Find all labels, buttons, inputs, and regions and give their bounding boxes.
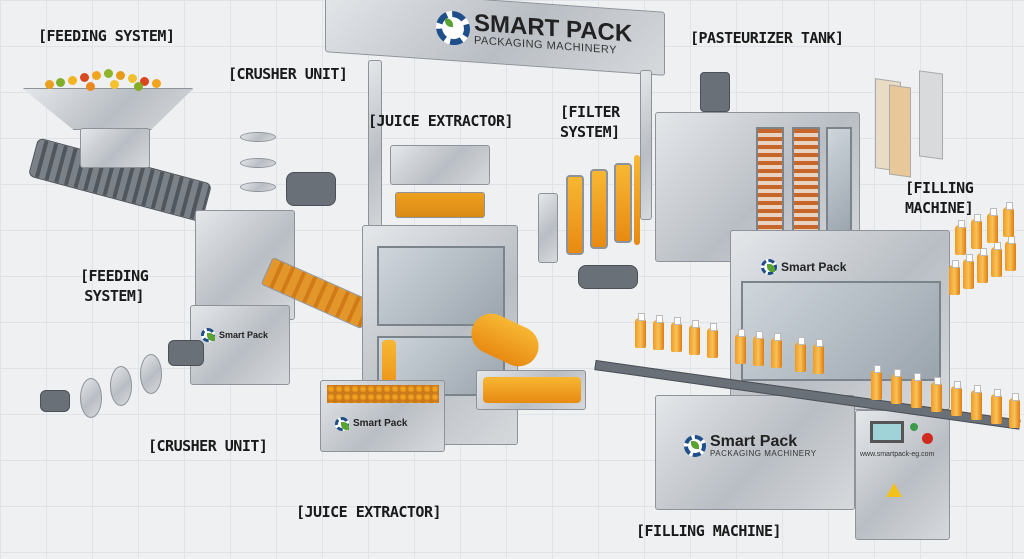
label-feeding-line1: [FEEDING — [80, 267, 149, 285]
pulp-bin-logo: Smart Pack — [335, 417, 407, 431]
pulp-bin-logo-brand: Smart Pack — [353, 418, 408, 429]
filling-logo: Smart Pack PACKAGING MACHINERY — [684, 434, 817, 458]
label-filling-line1: [FILLING — [905, 179, 974, 197]
hopper-fruit — [40, 68, 180, 92]
crusher-logo-brand: Smart Pack — [219, 329, 269, 340]
crusher-exploded-parts — [40, 330, 205, 440]
filling-logo-tagline: PACKAGING MACHINERY — [710, 449, 817, 458]
crusher-logo: Smart Pack — [201, 328, 268, 342]
gear-leaf-logo-icon — [761, 259, 777, 275]
sign-post-right — [640, 70, 652, 220]
label-juice-extractor-bottom: [JUICE EXTRACTOR] — [296, 503, 442, 521]
sign-post-left — [368, 60, 382, 240]
extractor-tray-top — [390, 145, 490, 185]
label-filling-line2: MACHINE] — [905, 199, 974, 217]
pulp-bin: Smart Pack — [320, 380, 445, 452]
filling-logo-brand: Smart Pack — [710, 433, 798, 450]
warning-icon — [886, 483, 902, 497]
label-filling-machine-top: [FILLING MACHINE] — [905, 178, 974, 218]
bottle-conveyor — [594, 313, 1024, 450]
label-juice-extractor-top: [JUICE EXTRACTOR] — [368, 112, 514, 130]
extractor-screen — [395, 192, 485, 218]
label-feeding-system-top: [FEEDING SYSTEM] — [38, 27, 175, 45]
gear-leaf-logo-icon — [335, 417, 349, 431]
sign-logo: SMART PACK PACKAGING MACHINERY — [436, 9, 632, 58]
filling-top-logo: Smart Pack — [761, 259, 846, 275]
label-feeding-system-bottom: [FEEDING SYSTEM] — [80, 266, 149, 306]
control-cabinet: www.smartpack-eg.com — [855, 410, 950, 540]
label-feeding-line2: SYSTEM] — [84, 287, 144, 305]
pasteurizer-panels-exploded — [875, 70, 945, 182]
juice-tray — [476, 370, 586, 410]
filling-machine-base: Smart Pack PACKAGING MACHINERY — [655, 395, 855, 510]
outfeed-bottles — [945, 202, 1024, 325]
gear-leaf-logo-icon — [684, 435, 706, 457]
gear-leaf-logo-icon — [201, 328, 215, 342]
filter-system — [538, 155, 648, 295]
feeding-chute — [80, 128, 150, 168]
crusher-blades-exploded — [240, 120, 280, 200]
label-crusher-unit-top: [CRUSHER UNIT] — [228, 65, 348, 83]
label-filling-machine-bottom: [FILLING MACHINE] — [636, 522, 782, 540]
start-button[interactable] — [910, 423, 918, 431]
emergency-stop-button[interactable] — [922, 433, 933, 444]
label-filter-system: [FILTER SYSTEM] — [560, 102, 620, 142]
website-text: www.smartpack-eg.com — [860, 451, 935, 458]
label-pasteurizer-tank: [PASTEURIZER TANK] — [690, 29, 844, 47]
label-filter-line2: SYSTEM] — [560, 123, 620, 141]
crusher-motor — [286, 172, 336, 206]
feeding-hopper — [22, 88, 194, 130]
crusher-base: Smart Pack — [190, 305, 290, 385]
gear-leaf-logo-icon — [436, 9, 470, 46]
pasteurizer-motor — [700, 72, 730, 112]
filling-top-logo-brand: Smart Pack — [781, 260, 847, 274]
touchscreen-display[interactable] — [870, 421, 904, 443]
label-filter-line1: [FILTER — [560, 103, 620, 121]
label-crusher-unit-bottom: [CRUSHER UNIT] — [148, 437, 268, 455]
